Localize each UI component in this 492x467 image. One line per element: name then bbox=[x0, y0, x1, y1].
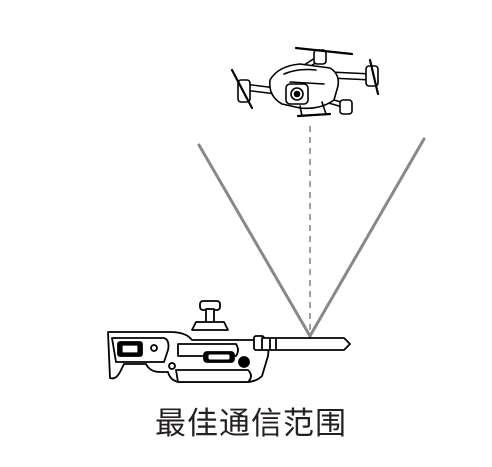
drone-icon bbox=[230, 46, 380, 118]
cone-right-edge bbox=[308, 137, 426, 338]
cone-left-edge bbox=[197, 143, 312, 338]
antenna-icon bbox=[253, 335, 351, 351]
remote-controller-icon bbox=[107, 300, 270, 383]
optimal-range-caption: 最佳通信范围 bbox=[155, 406, 347, 442]
coverage-cone bbox=[197, 126, 426, 338]
